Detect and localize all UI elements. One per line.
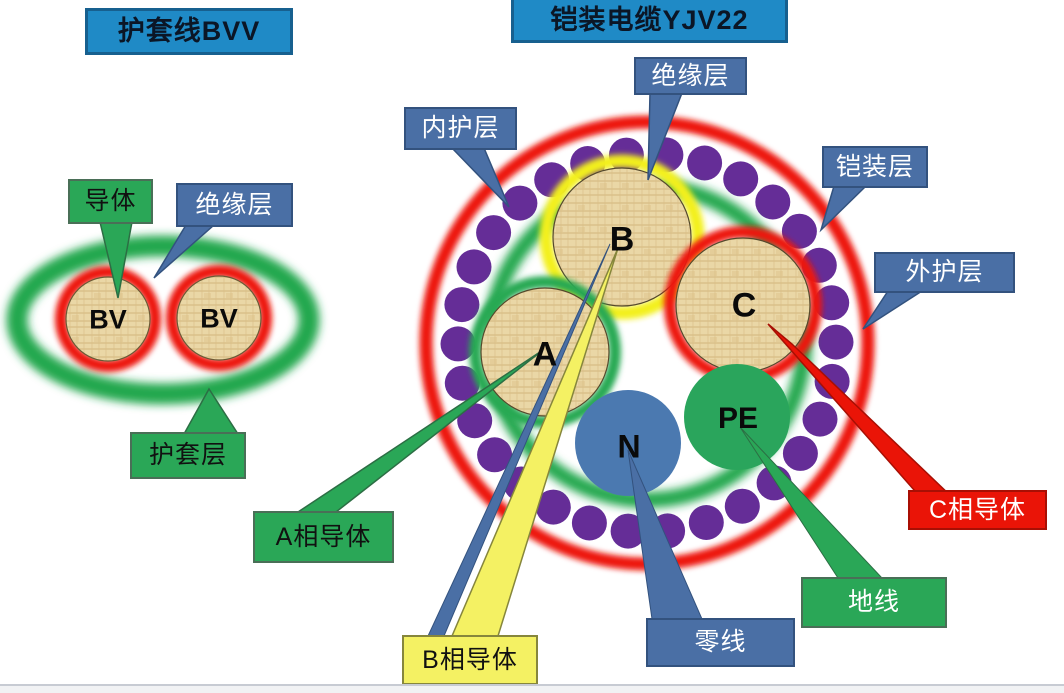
armor-dot [687,145,723,181]
armor-dot [535,489,571,525]
phase-a-letter: A [532,335,558,374]
bvv-sheath-ring [6,235,320,405]
phase-b-insulation-ring [539,154,705,320]
armor-dot [457,403,493,439]
armor-dot [456,249,492,285]
label-armor: 铠装层 [822,146,928,188]
bvv-right-conductor-label: BV [200,303,238,334]
neutral-letter: N [617,428,641,465]
armor-dot [610,513,646,549]
label-ground: 地线 [801,577,947,628]
armor-dot [723,161,759,197]
neutral-conductor [575,390,681,496]
bvv-left-insulation-ring [55,266,161,372]
armor-dot [818,324,854,360]
armor-dot [477,437,513,473]
armor-dot [802,401,838,437]
pe-letter: PE [717,402,759,435]
armor-dot [782,435,818,471]
bvv-right-insulation-ring [166,265,272,371]
armor-dot [688,505,724,540]
armor-dot [502,185,538,221]
label-insulation-left: 绝缘层 [176,183,293,227]
bvv-left-conductor-label: BV [89,304,127,335]
label-outer-sheath: 外护层 [874,252,1015,293]
armor-dot [781,213,817,249]
label-phase-a: A相导体 [253,511,394,563]
label-conductor: 导体 [68,179,153,224]
label-insulation-right: 绝缘层 [634,57,747,95]
slide-bottom-strip [0,686,1064,693]
title-yjv22: 铠装电缆YJV22 [511,0,788,43]
phase-b-conductor [552,167,692,307]
bvv-cable-graphic [6,235,320,405]
armor-dot [755,184,791,220]
armor-dot [724,488,760,524]
slide-bottom-rule [0,684,1064,686]
armor-dot [440,326,476,362]
title-bvv: 护套线BVV [85,8,293,55]
label-neutral: 零线 [646,618,795,667]
bvv-left-conductor [65,276,151,362]
label-phase-b: B相导体 [402,635,538,685]
armor-dot [476,215,512,251]
callout-pointers [99,92,956,637]
phase-b-letter: B [609,220,635,259]
armor-dot [444,287,480,323]
label-phase-c: C相导体 [908,490,1047,530]
label-sheath: 护套层 [130,432,246,479]
phase-c-letter: C [731,286,757,325]
armor-callout-pointer [819,185,868,233]
armor-dot [571,505,607,541]
armor-dot [444,365,480,401]
bvv-right-conductor [176,275,262,361]
label-inner-sheath: 内护层 [404,107,517,150]
armor-dot [814,285,850,321]
pe-conductor [684,364,790,470]
